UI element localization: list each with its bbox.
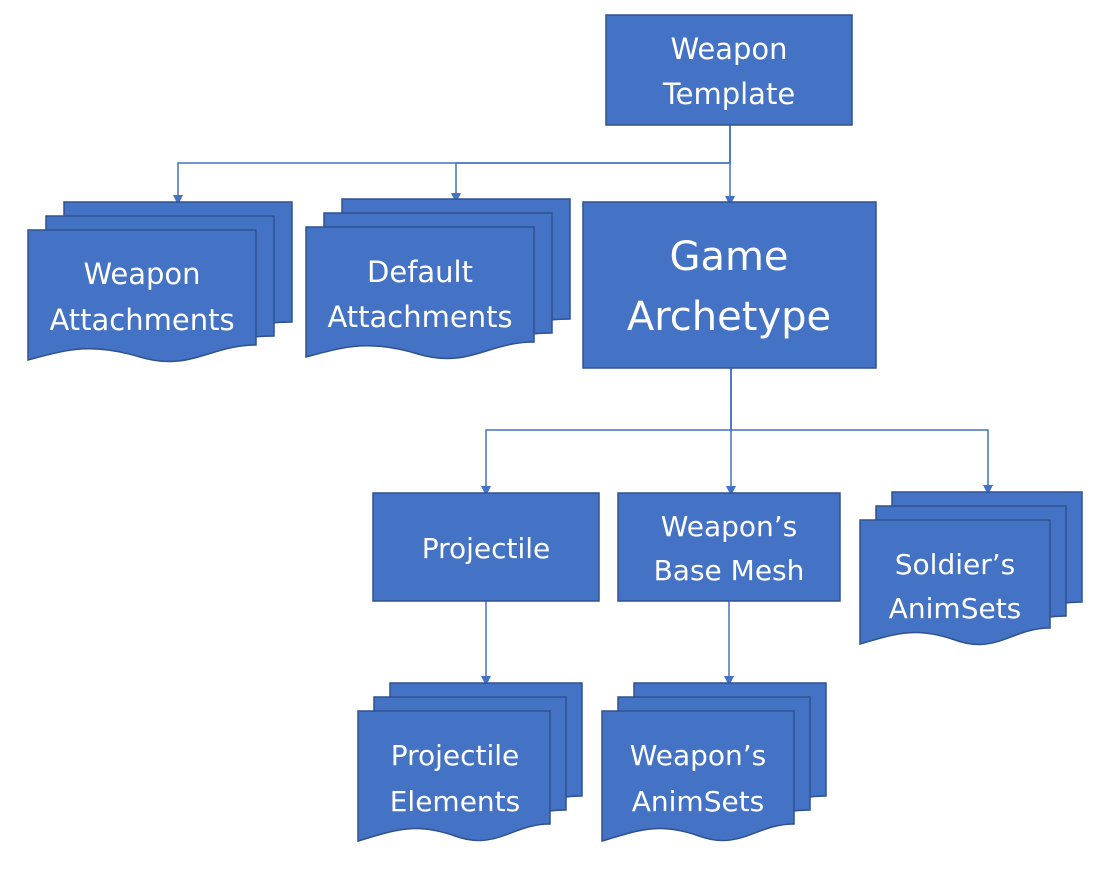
projectile-elements-doc-front [357,710,551,843]
node-default-attachments[interactable]: Default Attachments [305,198,571,360]
weapons-base-mesh-label-line1: Weapon’s [661,510,798,543]
default-attachments-doc-front [305,226,535,360]
weapon-template-label-line1: Weapon [670,32,787,66]
weapon-attachments-doc-front [27,229,257,363]
weapons-base-mesh-label-line2: Base Mesh [654,554,805,587]
projectile-elements-label-line2: Elements [390,785,521,818]
projectile-label: Projectile [422,532,551,565]
node-weapons-animsets[interactable]: Weapon’s AnimSets [601,682,827,843]
soldiers-animsets-label-line2: AnimSets [889,592,1022,625]
connectors [173,125,993,686]
weapons-animsets-label-line1: Weapon’s [630,739,767,772]
default-attachments-label-line2: Attachments [327,300,512,334]
node-game-archetype[interactable]: Game Archetype [582,201,877,369]
node-projectile[interactable]: Projectile [372,492,600,602]
node-soldiers-animsets[interactable]: Soldier’s AnimSets [859,491,1083,646]
projectile-box [372,492,600,602]
projectile-elements-label-line1: Projectile [391,739,520,772]
weapon-template-box [605,14,853,126]
connector-archetype-to-projectile [481,368,732,496]
node-weapons-base-mesh[interactable]: Weapon’s Base Mesh [617,492,841,602]
game-archetype-label-line1: Game [669,234,788,280]
soldiers-animsets-doc-front [859,519,1051,646]
soldiers-animsets-label-line1: Soldier’s [895,548,1015,581]
connector-archetype-to-soldiers-animsets [730,368,993,495]
weapons-base-mesh-box [617,492,841,602]
node-projectile-elements[interactable]: Projectile Elements [357,682,583,843]
node-weapon-template[interactable]: Weapon Template [605,14,853,126]
default-attachments-label-line1: Default [367,255,473,289]
weapons-animsets-doc-front [601,710,795,843]
connector-template-to-default-attachments [451,125,731,203]
game-archetype-box [582,201,877,369]
weapons-animsets-label-line2: AnimSets [632,785,765,818]
weapon-attachments-label-line2: Attachments [49,303,234,337]
weapon-attachments-label-line1: Weapon [83,257,200,291]
game-archetype-label-line2: Archetype [627,294,831,340]
node-weapon-attachments[interactable]: Weapon Attachments [27,201,293,363]
weapon-template-label-line2: Template [662,77,795,111]
